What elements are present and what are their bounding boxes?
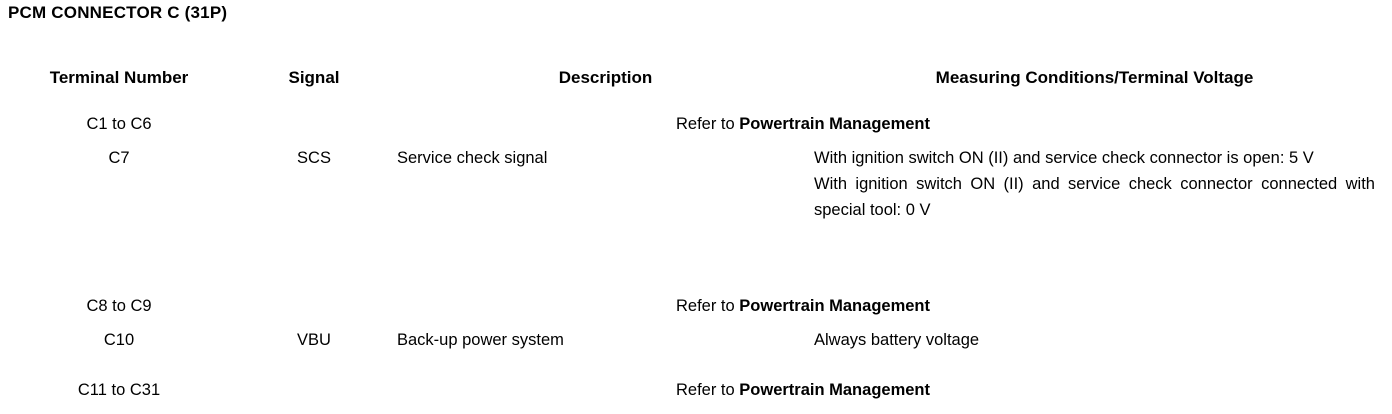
table-row: C1 to C6 Refer to Powertrain Management	[7, 103, 1375, 145]
cell-terminal-number: C1 to C6	[86, 114, 152, 133]
cell-description: Back-up power system	[397, 331, 564, 349]
header-signal: Signal	[288, 67, 340, 87]
header-terminal-number: Terminal Number	[49, 67, 189, 87]
cell-terminal-number: C11 to C31	[77, 380, 161, 399]
refer-prefix-text: Refer to	[676, 380, 740, 399]
table-row: C11 to C31 Refer to Powertrain Managemen…	[7, 369, 1375, 411]
cell-signal: SCS	[297, 149, 331, 167]
table-header-row: Terminal Number Signal Description Measu…	[7, 52, 1375, 103]
cell-refer-note: Refer to Powertrain Management	[231, 103, 1375, 145]
page-title: PCM CONNECTOR C (31P)	[8, 3, 228, 22]
measuring-condition-line: Always battery voltage	[814, 331, 980, 349]
cell-refer-note: Refer to Powertrain Management	[231, 369, 1375, 411]
table-row: C7 SCS Service check signal With ignitio…	[7, 145, 1375, 285]
cell-measuring-conditions: With ignition switch ON (II) and service…	[814, 145, 1375, 285]
measuring-condition-line: With ignition switch ON (II) and service…	[814, 175, 1375, 219]
refer-target-text: Powertrain Management	[739, 296, 930, 315]
cell-refer-note: Refer to Powertrain Management	[231, 285, 1375, 327]
refer-target-text: Powertrain Management	[739, 380, 930, 399]
header-description: Description	[558, 67, 653, 87]
measuring-condition-line: With ignition switch ON (II) and service…	[814, 149, 1314, 167]
cell-description: Service check signal	[397, 149, 548, 167]
cell-terminal-number: C7	[108, 149, 130, 167]
cell-measuring-conditions: Always battery voltage	[814, 327, 1375, 369]
table-row: C8 to C9 Refer to Powertrain Management	[7, 285, 1375, 327]
cell-terminal-number: C10	[103, 331, 135, 349]
cell-signal: VBU	[297, 331, 331, 349]
refer-prefix-text: Refer to	[676, 296, 740, 315]
refer-prefix-text: Refer to	[676, 114, 740, 133]
table-row: C10 VBU Back-up power system Always batt…	[7, 327, 1375, 369]
cell-terminal-number: C8 to C9	[86, 296, 152, 315]
refer-target-text: Powertrain Management	[739, 114, 930, 133]
header-measuring-conditions: Measuring Conditions/Terminal Voltage	[935, 67, 1254, 87]
pcm-connector-table: Terminal Number Signal Description Measu…	[7, 52, 1375, 411]
